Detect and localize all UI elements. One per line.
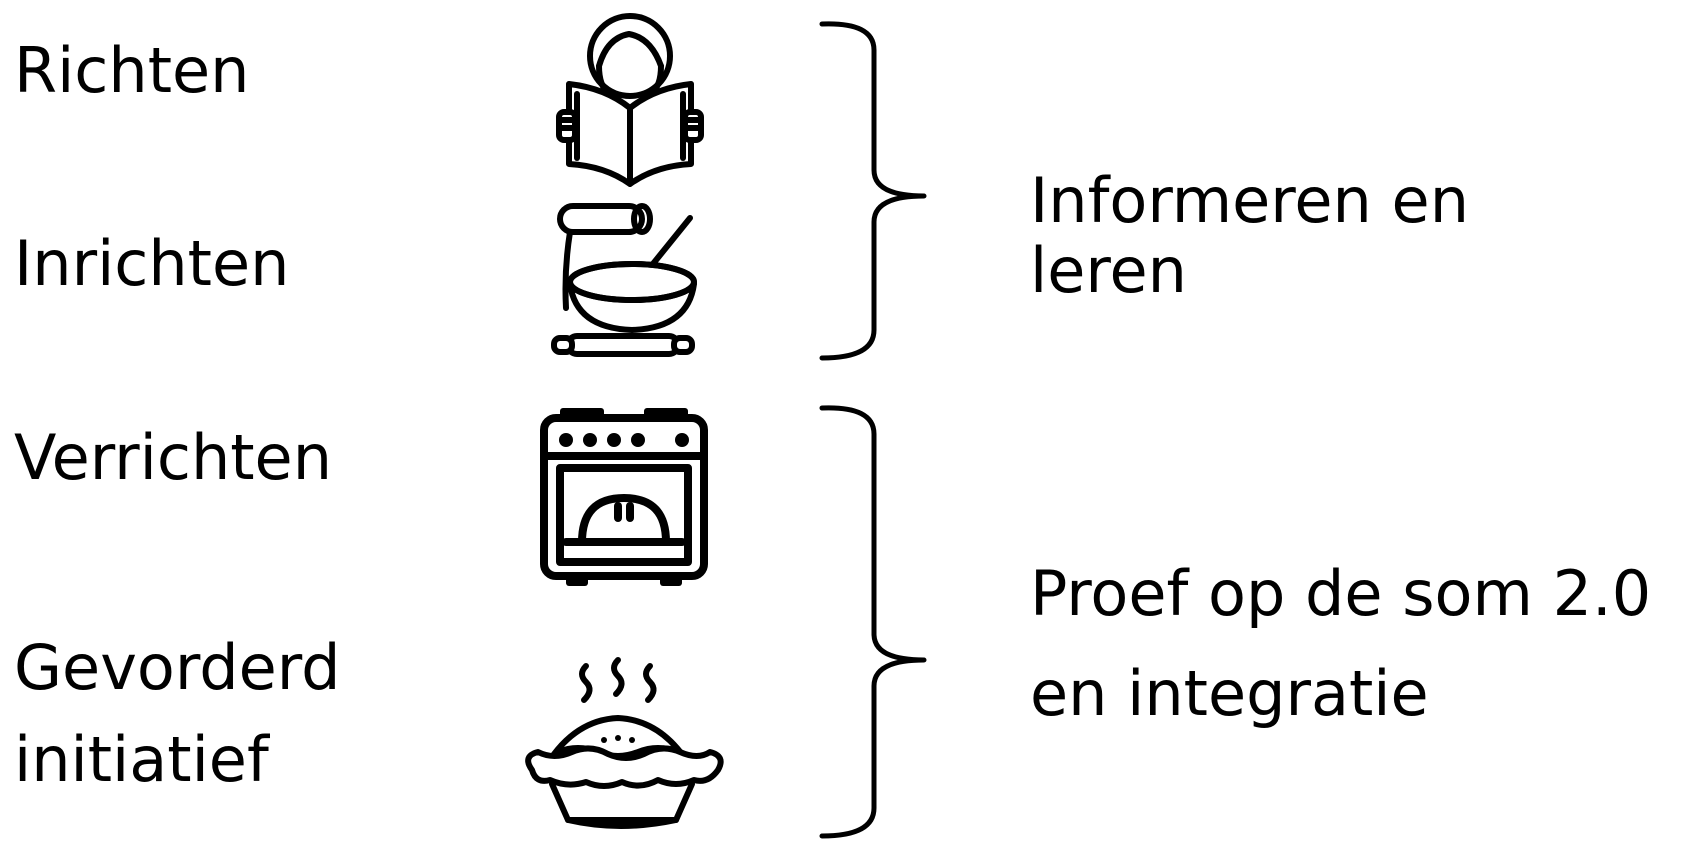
pie-icon (525, 657, 724, 829)
reading-book-icon (556, 13, 704, 187)
group-label-proef-op-de-som: Proef op de som 2.0 en integratie (1030, 557, 1652, 730)
oven-icon (540, 408, 708, 586)
stage-label-verrichten: Verrichten (14, 421, 332, 494)
stage-label-gevorderd-initiatief: Gevorderd initiatief (14, 631, 341, 796)
stage-label-inrichten: Inrichten (14, 227, 290, 300)
group-label-informeren: Informeren en leren (1030, 164, 1469, 307)
baking-tools-icon (551, 203, 697, 357)
stage-label-richten: Richten (14, 34, 250, 107)
